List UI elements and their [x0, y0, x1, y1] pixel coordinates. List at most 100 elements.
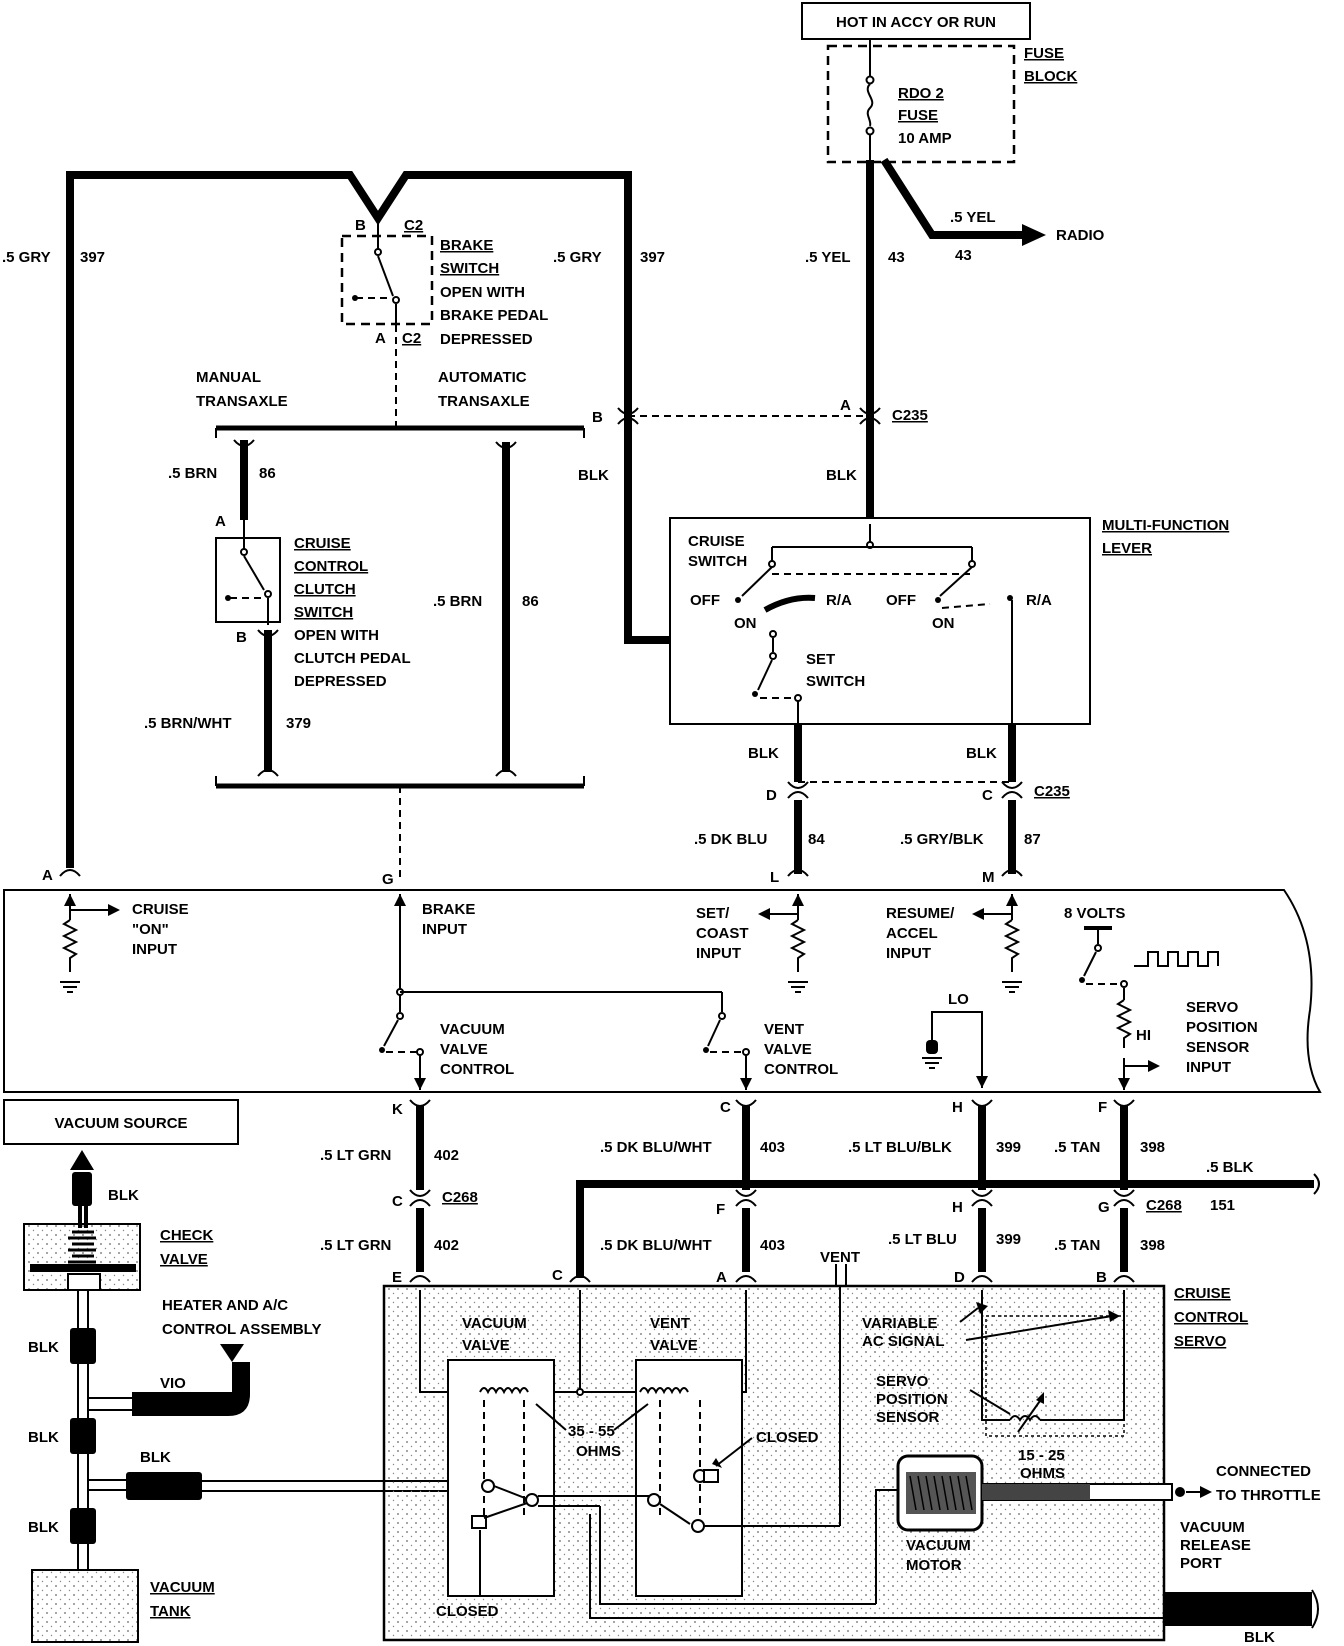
set-switch-1: SET [806, 651, 835, 668]
c268-right-label: C268 [1146, 1197, 1182, 1214]
heater-ac-2: CONTROL ASSEMBLY [162, 1321, 321, 1338]
brnwht-num: 379 [286, 715, 311, 732]
blk-c-label: BLK [966, 745, 997, 762]
vacuum-valve-coil-icon [479, 1387, 529, 1395]
resume-accel-arrow-icon [972, 908, 984, 920]
mod-pin-m: M [982, 869, 995, 886]
closed-1: CLOSED [436, 1603, 499, 1620]
mod-pin-h: H [952, 1099, 963, 1116]
gry-mid-num: 397 [640, 249, 665, 266]
mfl-off-1: OFF [690, 592, 720, 609]
vacuum-tank-2: TANK [150, 1603, 191, 1620]
dkbluwht-bot-num: 403 [760, 1237, 785, 1254]
mfl-ra-1: R/A [826, 592, 852, 609]
brn-left-label: .5 BRN [168, 465, 217, 482]
brake-switch: B C2 A C2 BRAKE SWITCH OPEN WITH BRAKE P… [340, 217, 548, 348]
radio-feed: RADIO .5 YEL 43 [880, 157, 1105, 264]
vacuum-blk-3: BLK [28, 1429, 59, 1446]
brake-label-1: BRAKE [440, 237, 493, 254]
servo-pin-d: D [954, 1269, 965, 1286]
vent-valve-2: VALVE [650, 1337, 698, 1354]
sps-input-2: POSITION [1186, 1019, 1258, 1036]
dkblu-num: 84 [808, 831, 825, 848]
manual-transaxle-1: MANUAL [196, 369, 261, 386]
vacuum-blk-1: BLK [108, 1187, 139, 1204]
ltgrn-bot-num: 402 [434, 1237, 459, 1254]
vacuum-motor-1: VACUUM [906, 1537, 971, 1554]
vacuum-motor-diaphragm-icon [909, 1475, 973, 1511]
vent-valve-1: VENT [650, 1315, 690, 1332]
ltblu-label: .5 LT BLU [888, 1231, 957, 1248]
servo-pin-c: C [552, 1267, 563, 1284]
yel-wire-num: 43 [888, 249, 905, 266]
vent-control-2: VALVE [764, 1041, 812, 1058]
release-blk: BLK [1244, 1629, 1275, 1646]
c268-pin-f: F [716, 1201, 725, 1218]
c268-pin-h: H [952, 1199, 963, 1216]
servo-title-2: CONTROL [1174, 1309, 1248, 1326]
check-valve-1: CHECK [160, 1227, 214, 1244]
pulse-signal-icon [1134, 951, 1219, 967]
servo-pin-a: A [716, 1269, 727, 1286]
servo-pin-e: E [392, 1269, 402, 1286]
automatic-transaxle-2: TRANSAXLE [438, 393, 530, 410]
vacuum-blk-4: BLK [28, 1519, 59, 1536]
mod-pin-f: F [1098, 1099, 1107, 1116]
vacuum-tank-1: VACUUM [150, 1579, 215, 1596]
ltgrn-bot-label: .5 LT GRN [320, 1237, 391, 1254]
dkbluwht-bot-label: .5 DK BLU/WHT [600, 1237, 712, 1254]
servo-title-1: CRUISE [1174, 1285, 1231, 1302]
sps-input-arrow-icon [1148, 1060, 1160, 1072]
vacuum-valve-1: VACUUM [462, 1315, 527, 1332]
brake-conn-bot: C2 [402, 330, 421, 347]
mfl-title-1: MULTI-FUNCTION [1102, 517, 1229, 534]
sps-2: POSITION [876, 1391, 948, 1408]
sps-input-1: SERVO [1186, 999, 1239, 1016]
clutch-label-6: CLUTCH PEDAL [294, 650, 411, 667]
throttle-1: CONNECTED [1216, 1463, 1311, 1480]
c235-bot-label: C235 [1034, 783, 1070, 800]
c235-top-pin-b: B [592, 409, 603, 426]
cruise-on-2: "ON" [132, 921, 169, 938]
radio-circuit: 43 [955, 247, 972, 264]
throttle-2: TO THROTTLE [1216, 1487, 1321, 1504]
cruise-on-arrow-icon [108, 904, 120, 916]
ltblublk-num: 399 [996, 1139, 1021, 1156]
hot-label: HOT IN ACCY OR RUN [836, 14, 996, 31]
mod-pin-c: C [720, 1099, 731, 1116]
brake-label-5: DEPRESSED [440, 331, 533, 348]
radio-label: RADIO [1056, 227, 1105, 244]
throttle-arrow-icon [1200, 1486, 1212, 1498]
mfl-title-2: LEVER [1102, 540, 1152, 557]
brake-input-2: INPUT [422, 921, 467, 938]
brn-mid-label: .5 BRN [433, 593, 482, 610]
fuse-rating: 10 AMP [898, 130, 952, 147]
vac-control-3: CONTROL [440, 1061, 514, 1078]
clutch-label-3: CLUTCH [294, 581, 356, 598]
brake-input-1: BRAKE [422, 901, 475, 918]
servo-title-3: SERVO [1174, 1333, 1227, 1350]
brn-mid-num: 86 [522, 593, 539, 610]
mod-pin-k: K [392, 1101, 403, 1118]
gry-mid-label: .5 GRY [553, 249, 602, 266]
ohms1-1: 35 - 55 [568, 1423, 615, 1440]
brake-pin-b: B [355, 217, 366, 234]
sps-input-4: INPUT [1186, 1059, 1231, 1076]
manual-transaxle-2: TRANSAXLE [196, 393, 288, 410]
brake-label-4: BRAKE PEDAL [440, 307, 548, 324]
fuse-name-2: FUSE [898, 107, 938, 124]
hi-label: HI [1136, 1027, 1151, 1044]
hi-resistor-icon [1115, 999, 1133, 1048]
clutch-pin-b: B [236, 629, 247, 646]
vacuum-source-label: VACUUM SOURCE [54, 1115, 187, 1132]
gryblk-label: .5 GRY/BLK [900, 831, 984, 848]
set-coast-arrow-icon [758, 908, 770, 920]
brake-label-2: SWITCH [440, 260, 499, 277]
mfl-on-2: ON [932, 615, 955, 632]
mfl-off-2: OFF [886, 592, 916, 609]
c235-bot-pin-d: D [766, 787, 777, 804]
mfl-on-1: ON [734, 615, 757, 632]
gryblk-num: 87 [1024, 831, 1041, 848]
fuse-element-icon [866, 83, 874, 127]
vent-control-3: CONTROL [764, 1061, 838, 1078]
